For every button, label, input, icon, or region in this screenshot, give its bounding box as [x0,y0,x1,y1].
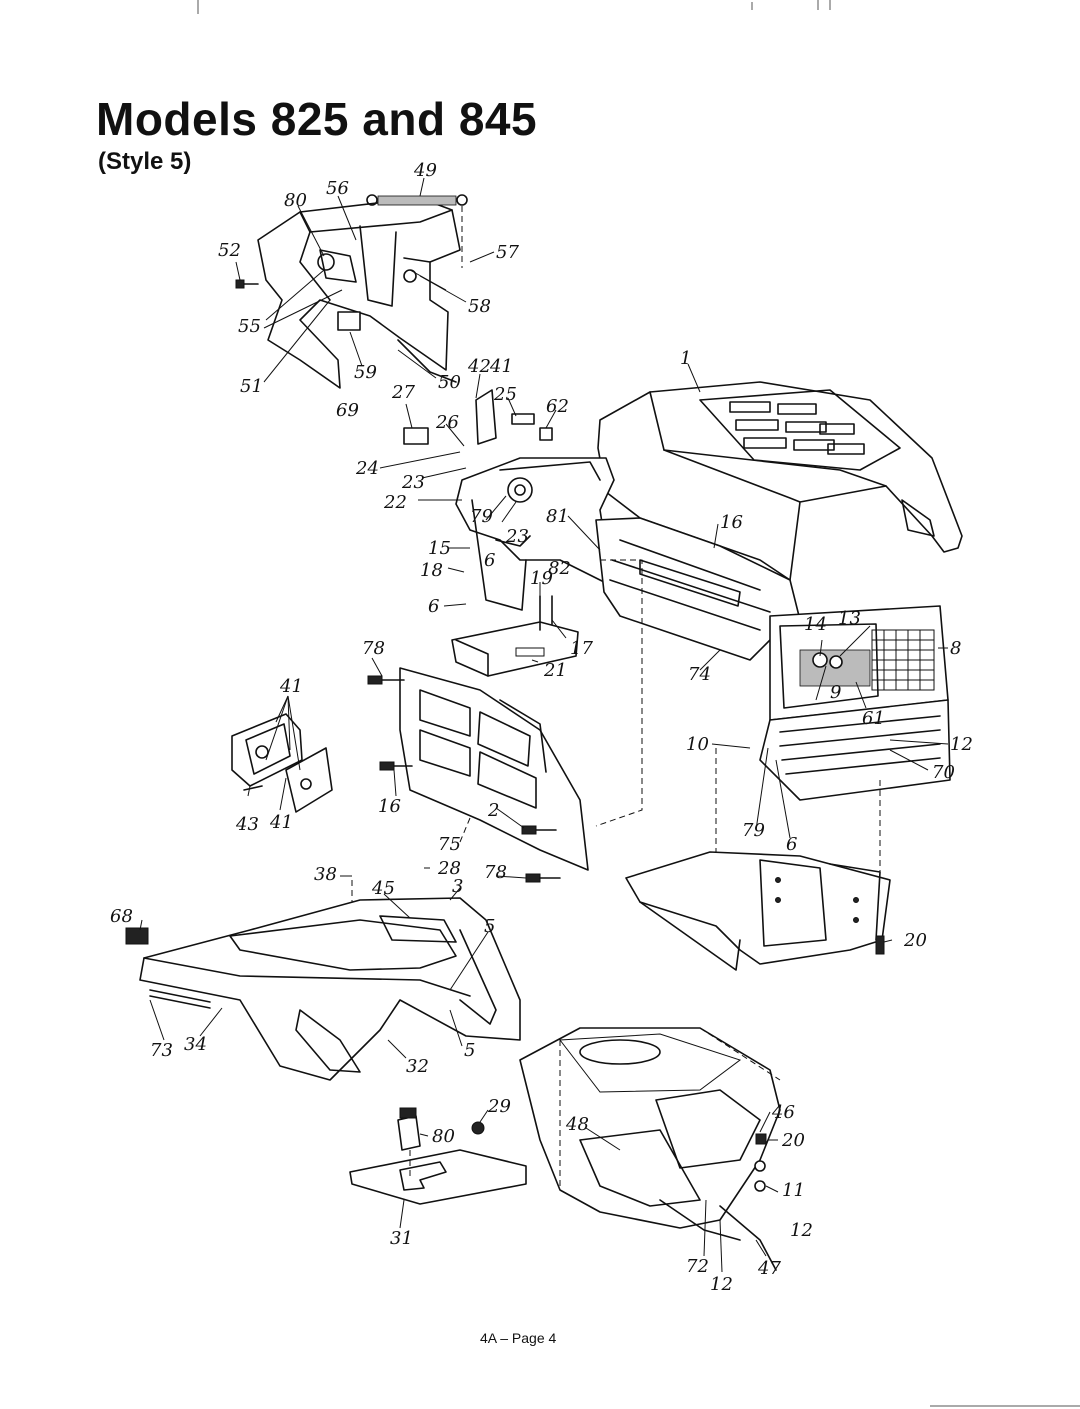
callout-5-lower: 5 [464,1040,475,1061]
page-footer: 4A – Page 4 [480,1330,557,1346]
callout-17: 17 [570,638,593,659]
callout-3: 3 [452,876,463,897]
callout-5-upper: 5 [484,916,495,937]
callout-15: 15 [428,538,451,559]
page-title: Models 825 and 845 [96,93,538,145]
callout-68: 68 [110,906,133,927]
grille-assembly [759,605,951,801]
callout-31: 31 [390,1228,413,1249]
callout-6-lower: 6 [786,834,797,855]
callout-1: 1 [680,348,691,369]
callout-81: 81 [546,506,569,527]
callout-48: 48 [565,1114,589,1135]
callout-46: 46 [771,1102,795,1123]
callout-45: 45 [371,878,395,899]
callout-61: 61 [862,708,885,729]
callout-22: 22 [383,492,407,513]
callout-52: 52 [218,240,241,261]
callout-56: 56 [326,178,349,199]
callout-49: 49 [413,160,437,181]
callout-6-upper: 6 [484,550,495,571]
callout-59: 59 [354,362,377,383]
callout-20-frame: 20 [903,930,927,951]
callout-79-lower: 79 [742,820,765,841]
callout-69: 69 [336,400,359,421]
callout-79-upper: 79 [470,506,493,527]
bracket-assembly [231,713,333,813]
callout-29: 29 [487,1096,511,1117]
callout-78-upper: 78 [362,638,385,659]
callout-12-grille: 12 [950,734,973,755]
shift-plate [349,1107,527,1205]
callout-12-engine: 12 [790,1220,813,1241]
callout-38: 38 [314,864,337,885]
callout-41-bracket: 41 [269,812,293,833]
callout-62: 62 [546,396,569,417]
dash-support [403,389,615,611]
dash-panel-assembly [257,197,461,389]
callout-42: 42 [467,356,491,377]
callout-58: 58 [468,296,491,317]
callout-19: 19 [530,568,553,589]
spring-49 [366,194,468,268]
callout-82: 82 [548,558,571,579]
callout-6-mid: 6 [428,596,439,617]
callout-43: 43 [235,814,259,835]
callout-75: 75 [438,834,461,855]
callout-34: 34 [184,1034,207,1055]
callout-16-lower: 16 [378,796,401,817]
callout-10: 10 [686,734,709,755]
callout-50: 50 [438,372,461,393]
callout-47: 47 [757,1258,781,1279]
callout-80-lower: 80 [432,1126,455,1147]
hood [597,381,963,581]
callout-8: 8 [950,638,961,659]
callout-9: 9 [830,682,841,703]
callout-20-engine: 20 [781,1130,805,1151]
callout-18: 18 [420,560,443,581]
callout-2: 2 [487,800,499,821]
callout-23-upper: 23 [401,472,425,493]
callout-80: 80 [284,190,307,211]
callout-78-lower: 78 [484,862,507,883]
callout-16-upper: 16 [720,512,743,533]
lower-dash-plate [451,595,579,677]
callout-25: 25 [493,384,517,405]
callout-70: 70 [932,762,955,783]
callout-26: 26 [435,412,459,433]
callout-labels: 49 80 56 52 57 58 55 59 51 50 42 41 27 6… [110,160,973,1295]
callout-32: 32 [406,1056,429,1077]
callout-73: 73 [150,1040,173,1061]
callout-27: 27 [391,382,415,403]
callout-24: 24 [355,458,379,479]
callout-13: 13 [838,608,861,629]
page-subtitle: (Style 5) [98,148,192,175]
callout-41-left: 41 [279,676,303,697]
callout-28: 28 [437,858,461,879]
callout-11: 11 [782,1180,805,1201]
front-frame [625,851,891,971]
front-grille-panel [367,667,589,883]
callout-72: 72 [686,1256,709,1277]
callout-41-top: 41 [489,356,513,377]
callout-74: 74 [688,664,711,685]
leader-lines [139,177,949,1273]
engine [519,1027,781,1271]
callout-23-lower: 23 [505,526,529,547]
fender [125,897,521,1081]
scan-edge-ticks [197,0,831,14]
bolt-52 [235,279,259,289]
callout-21: 21 [543,660,567,681]
callout-55: 55 [238,316,261,337]
callout-51: 51 [240,376,263,397]
callout-14: 14 [804,614,827,635]
callout-12-bottom: 12 [710,1274,733,1295]
callout-57: 57 [496,242,519,263]
